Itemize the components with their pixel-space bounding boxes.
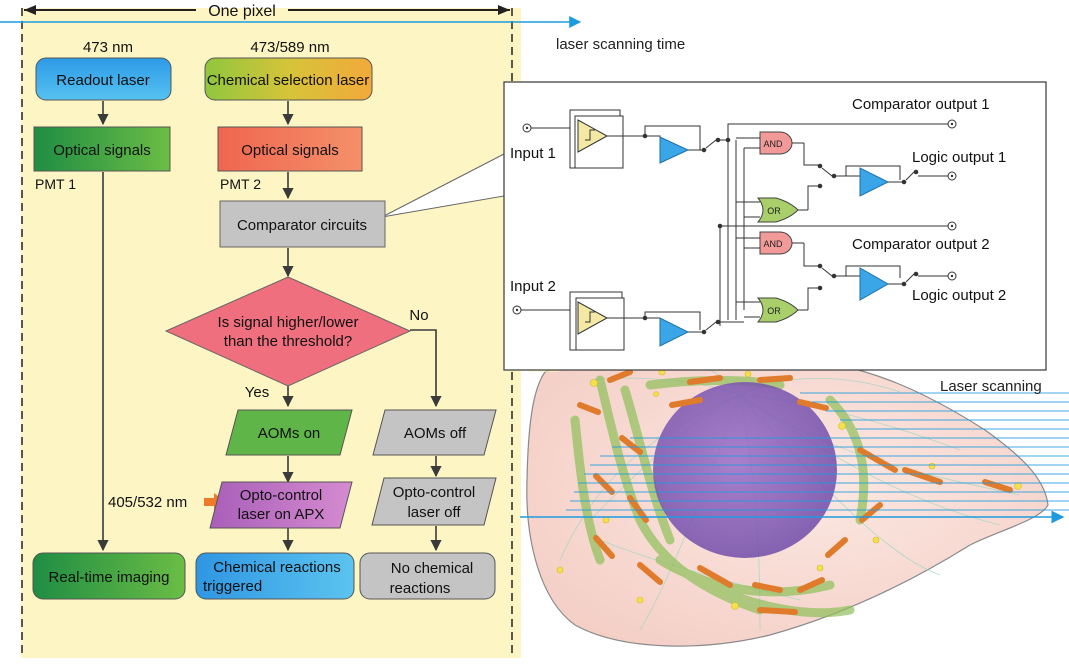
- optical-signals-left-label: Optical signals: [53, 142, 151, 159]
- opto-on-line2: laser on APX: [238, 506, 325, 523]
- opto-on-box: [209, 481, 353, 529]
- buffer1: [659, 136, 690, 164]
- optical-signals-right-label: Optical signals: [241, 142, 339, 159]
- buffer2: [659, 317, 690, 347]
- and-label-1: AND: [763, 139, 783, 149]
- comp-out2-label: Comparator output 2: [852, 236, 990, 253]
- no-reactions-line1: No chemical: [391, 560, 474, 577]
- realtime-label: Real-time imaging: [49, 569, 170, 586]
- selection-wavelength: 473/589 nm: [250, 39, 329, 56]
- no-label: No: [409, 307, 428, 324]
- opto-off-line2: laser off: [407, 504, 461, 521]
- nucleus: [653, 382, 837, 558]
- selection-laser-label: Chemical selection laser: [207, 72, 370, 89]
- optical-signals-left-box: [33, 126, 171, 172]
- logic-out1-label: Logic output 1: [912, 149, 1006, 166]
- input2-label: Input 2: [510, 278, 556, 295]
- one-pixel-label: One pixel: [208, 3, 276, 20]
- reactions-line1: Chemical reactions: [213, 559, 341, 576]
- mitochondria: [577, 369, 1013, 615]
- pmt2-label: PMT 2: [220, 176, 261, 192]
- aoms-off-box: [372, 409, 497, 456]
- or-gate-1: [756, 197, 799, 223]
- comp-out1-label: Comparator output 1: [852, 96, 990, 113]
- decision-diamond: [164, 276, 412, 387]
- comparator-box: [219, 200, 386, 248]
- comparator1-triangle: [577, 119, 609, 153]
- comparator-label: Comparator circuits: [237, 217, 367, 234]
- opto-off-line1: Opto-control: [393, 484, 476, 501]
- aoms-on-box: [225, 409, 353, 456]
- no-reactions-box: [359, 552, 496, 600]
- yes-label: Yes: [245, 384, 269, 401]
- aoms-off-label: AOMs off: [404, 425, 467, 442]
- cell-illustration: Laser scanning: [520, 353, 1069, 647]
- scan-lines: [566, 392, 1069, 511]
- laser-scanning-label: Laser scanning: [940, 378, 1042, 395]
- or-gate-2: [756, 297, 799, 323]
- or-label-2: OR: [767, 306, 781, 316]
- readout-laser-box: [35, 57, 172, 101]
- buffer-logic1: [859, 167, 890, 197]
- logic-out2-label: Logic output 2: [912, 287, 1006, 304]
- opto-wavelength-label: 405/532 nm: [108, 494, 187, 511]
- and-label-2: AND: [763, 239, 783, 249]
- and-gate-2: [759, 231, 793, 255]
- vesicles: [556, 368, 1022, 610]
- one-pixel-arrowhead-right: [498, 5, 510, 15]
- realtime-box: [32, 552, 186, 600]
- circuit-diagram: [512, 109, 957, 351]
- decision-line1: Is signal higher/lower: [218, 314, 359, 331]
- decision-line2: than the threshold?: [224, 333, 352, 350]
- flow-connectors: [97, 101, 442, 552]
- one-pixel-arrowhead-left: [24, 5, 36, 15]
- opto-off-box: [371, 477, 497, 526]
- opto-on-line1: Opto-control: [240, 487, 323, 504]
- buffer-logic2: [859, 267, 890, 301]
- pmt1-label: PMT 1: [35, 176, 76, 192]
- scan-time-label: laser scanning time: [556, 36, 685, 53]
- input1-label: Input 1: [510, 145, 556, 162]
- readout-wavelength: 473 nm: [83, 39, 133, 56]
- and-gate-1: [759, 131, 793, 155]
- or-label-1: OR: [767, 206, 781, 216]
- reactions-line2: triggered: [203, 578, 262, 595]
- selection-laser-box: [204, 57, 373, 101]
- readout-laser-label: Readout laser: [56, 72, 149, 89]
- opto-input-arrow: [204, 493, 226, 511]
- comparator2-triangle: [577, 301, 609, 335]
- optical-signals-right-box: [217, 126, 363, 172]
- reactions-box: [195, 552, 355, 600]
- aoms-on-label: AOMs on: [258, 425, 321, 442]
- no-reactions-line2: reactions: [390, 580, 451, 597]
